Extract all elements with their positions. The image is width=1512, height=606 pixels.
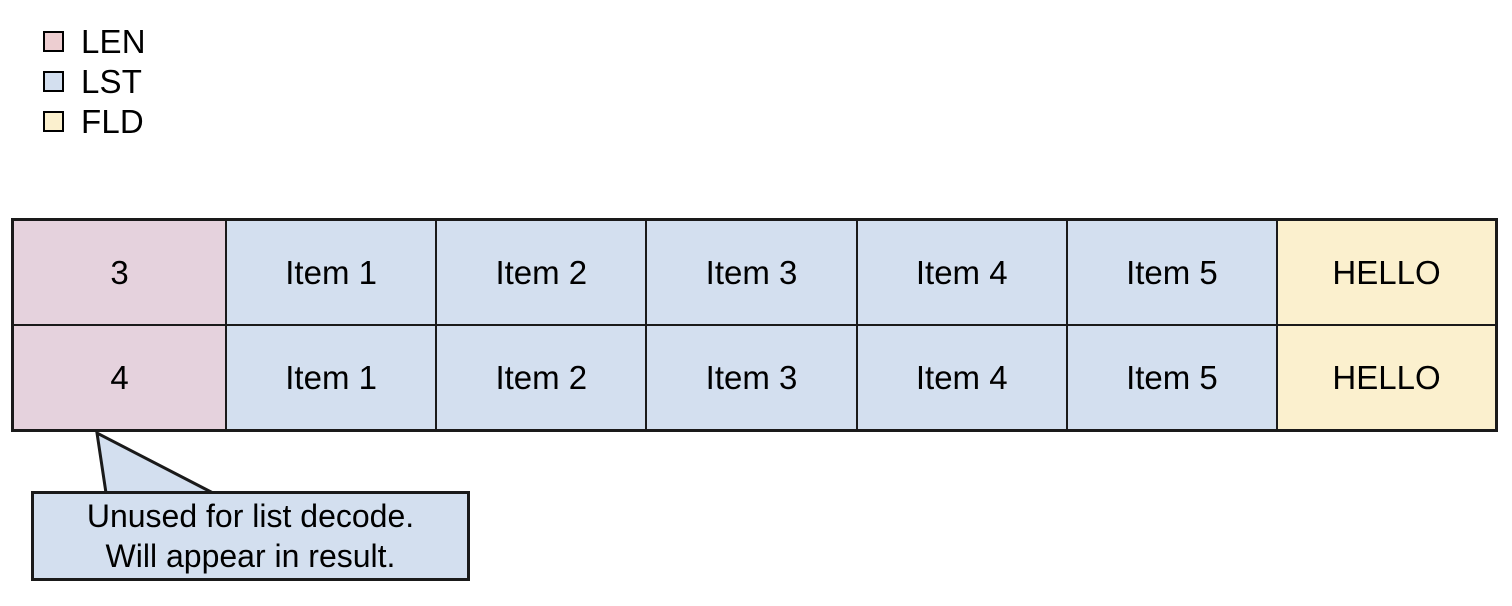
color-swatch-icon-fld	[43, 110, 64, 132]
packet-layout-table: 3 Item 1 Item 2 Item 3 Item 4 Item 5 HEL…	[11, 218, 1498, 432]
cell-list-item: Item 3	[647, 326, 858, 429]
cell-list-item: Item 3	[647, 221, 858, 324]
table-row: 3 Item 1 Item 2 Item 3 Item 4 Item 5 HEL…	[14, 221, 1496, 326]
legend-label-fld: FLD	[81, 102, 144, 140]
cell-field: HELLO	[1278, 221, 1496, 324]
cell-len: 3	[14, 221, 227, 324]
table-row: 4 Item 1 Item 2 Item 3 Item 4 Item 5 HEL…	[14, 326, 1496, 429]
cell-len: 4	[14, 326, 227, 429]
legend-label-len: LEN	[81, 22, 146, 60]
legend-item-fld: FLD	[43, 101, 146, 141]
cell-list-item: Item 1	[227, 221, 438, 324]
cell-list-item: Item 2	[437, 326, 648, 429]
callout-text-line-2: Will appear in result.	[105, 538, 396, 574]
cell-list-item: Item 5	[1067, 326, 1279, 429]
color-swatch-icon-len	[43, 30, 64, 52]
legend-item-len: LEN	[43, 21, 146, 61]
cell-list-item: Item 1	[227, 326, 438, 429]
legend-item-lst: LST	[43, 61, 146, 101]
cell-list-item: Item 5	[1067, 221, 1279, 324]
cell-list-item: Item 2	[437, 221, 648, 324]
legend-label-lst: LST	[81, 62, 143, 100]
callout-pointer-icon	[95, 430, 214, 495]
callout-text-line-1: Unused for list decode.	[86, 498, 415, 534]
cell-list-item: Item 4	[857, 326, 1068, 429]
callout-box: Unused for list decode. Will appear in r…	[31, 491, 470, 581]
cell-field: HELLO	[1278, 326, 1496, 429]
color-swatch-icon-lst	[43, 70, 64, 92]
cell-list-item: Item 4	[857, 221, 1068, 324]
legend: LEN LST FLD	[43, 21, 146, 141]
